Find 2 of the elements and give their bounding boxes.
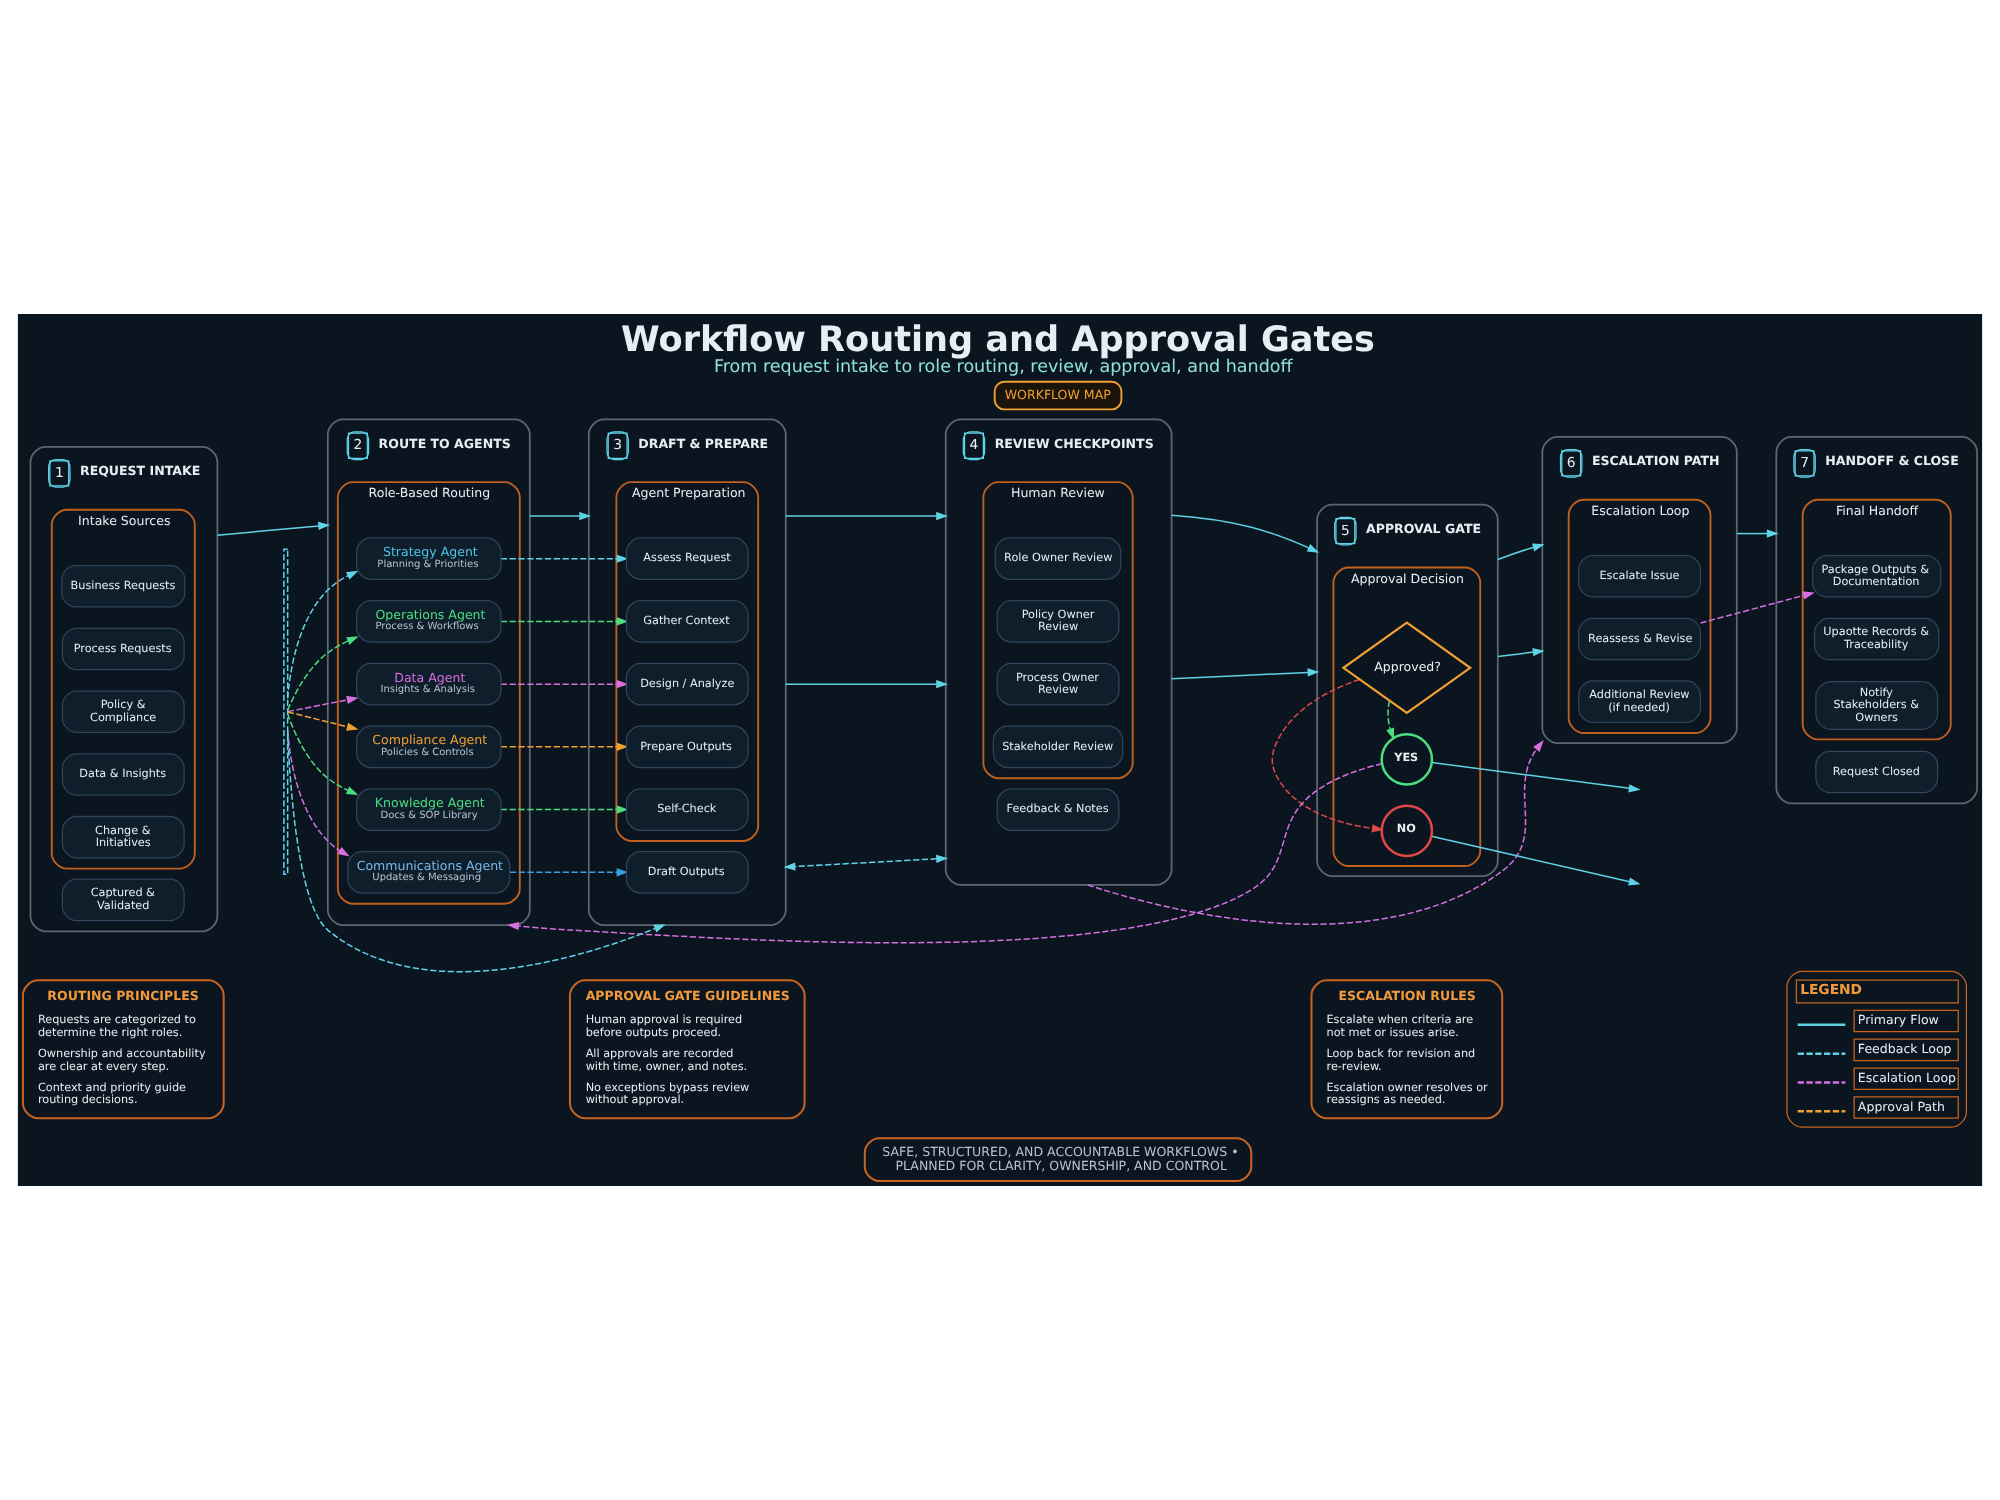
diagram-title: Workflow Routing and Approval Gates	[621, 320, 1375, 361]
caption: From request intake to role routing, review, approval, and handoff	[713, 357, 1293, 378]
